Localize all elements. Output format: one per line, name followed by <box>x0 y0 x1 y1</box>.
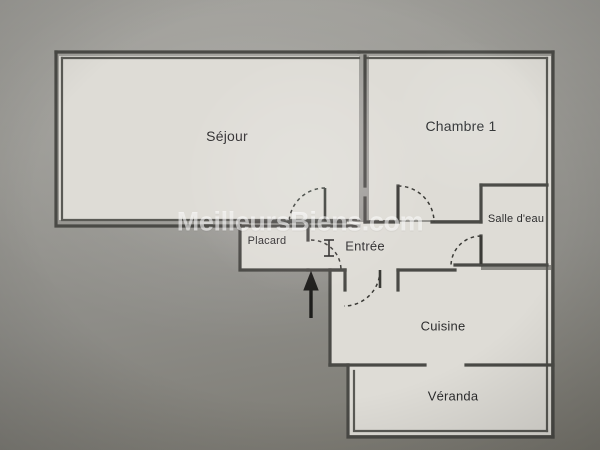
wall-sejour-outer <box>54 50 361 228</box>
room-fill-cuisine <box>330 270 551 365</box>
room-fill-entree <box>308 222 481 270</box>
room-fill-salle-eau <box>481 185 551 265</box>
walls <box>54 50 555 439</box>
wall-veranda-outer <box>346 363 555 439</box>
door-swing-arc-sejour <box>288 187 326 225</box>
door-swing-arc-cuisine <box>343 269 381 307</box>
door-swing-arc-chambre <box>397 185 435 223</box>
wall-veranda-inner <box>352 369 549 433</box>
room-fills <box>59 56 551 435</box>
room-label-salle-eau: Salle d'eau <box>487 213 545 225</box>
door-swings <box>288 185 483 307</box>
entrance-direction-arrow <box>303 270 319 318</box>
door-opening-marker <box>324 239 334 257</box>
room-label-sejour: Séjour <box>206 128 248 144</box>
door-swing-arc-placard <box>310 239 342 271</box>
room-label-placard: Placard <box>247 235 287 247</box>
room-label-cuisine: Cuisine <box>420 318 466 334</box>
room-label-chambre1: Chambre 1 <box>425 118 497 134</box>
door-swing-arc-salle-eau <box>450 235 482 267</box>
room-fill-sejour <box>59 56 359 220</box>
room-label-entree: Entrée <box>345 238 385 254</box>
wall-placard <box>238 220 310 272</box>
room-fill-placard <box>240 222 308 270</box>
wall-sejour-inner <box>60 56 361 222</box>
room-fill-veranda <box>348 365 551 435</box>
room-label-veranda: Véranda <box>427 388 479 404</box>
